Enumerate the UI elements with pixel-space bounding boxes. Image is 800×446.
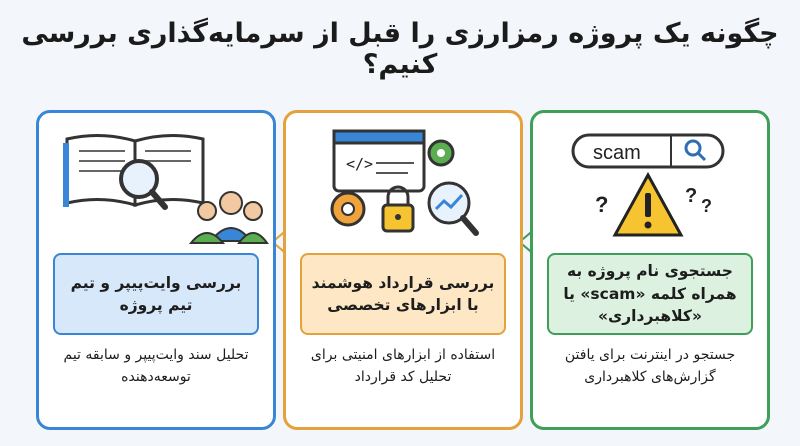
magnifier-icon xyxy=(427,181,471,225)
whitepaper-team-icon xyxy=(63,133,269,244)
svg-text:?: ? xyxy=(701,196,712,216)
svg-text:?: ? xyxy=(685,185,697,207)
smart-contract-audit-icon: </> xyxy=(330,129,479,236)
step-description: استفاده از ابزارهای امنیتی برای تحلیل کد… xyxy=(310,347,496,385)
step-label: بررسی قرارداد هوشمند با ابزارهای تخصصی xyxy=(300,253,506,335)
search-icon xyxy=(684,139,702,157)
step-card-whitepaper: بررسی وایت‌پیپر و تیم تیم پروژه تحلیل سن… xyxy=(36,110,276,430)
step-label: جستجوی نام پروژه به همراه کلمه «scam» یا… xyxy=(547,253,753,335)
page-title: چگونه یک پروژه رمزارزی را قبل از سرمایه‌… xyxy=(21,18,779,80)
search-text: scam xyxy=(593,142,641,164)
team-icon xyxy=(219,191,243,215)
code-icon: </> xyxy=(346,155,373,173)
svg-text:?: ? xyxy=(595,192,608,217)
step-card-search-scam: scam ? ? ? جستجوی نام پروژه به همراه کلم… xyxy=(530,110,770,430)
magnifier-icon xyxy=(119,159,159,199)
search-scam-warning-icon: scam ? ? ? xyxy=(571,133,725,237)
step-description: جستجو در اینترنت برای یافتن گزارش‌های کل… xyxy=(564,347,736,385)
step-card-smart-contract: </> بررسی قرارداد هوشمند با ابزارهای تخص… xyxy=(283,110,523,430)
step-label: بررسی وایت‌پیپر و تیم تیم پروژه xyxy=(53,253,259,335)
step-description: تحلیل سند وایت‌پیپر و سابقه تیم توسعه‌ده… xyxy=(63,347,249,385)
